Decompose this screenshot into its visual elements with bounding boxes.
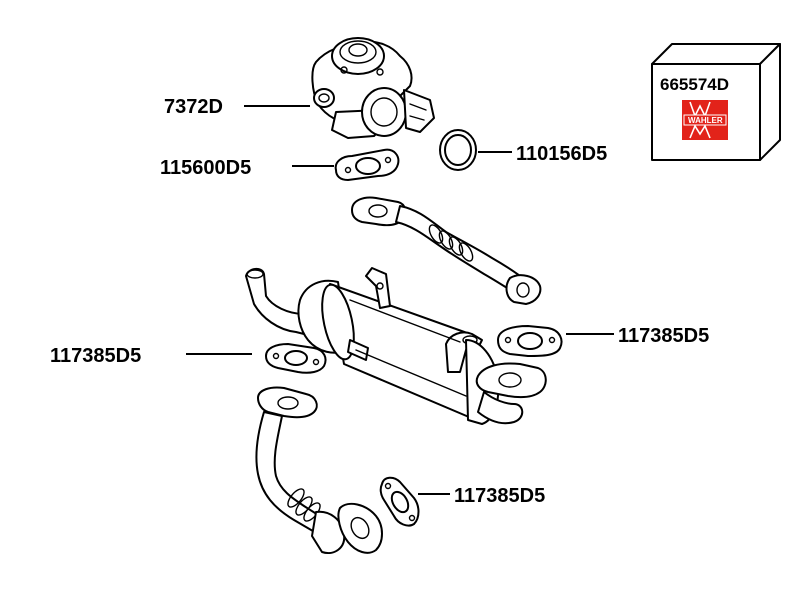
wahler-logo-bottom-mark xyxy=(689,124,711,139)
label-o-ring: 110156D5 xyxy=(516,143,607,165)
egr-cooler[interactable] xyxy=(245,267,547,425)
label-cooler-gasket-left: 117385D5 xyxy=(50,345,141,367)
cooler-gasket-left[interactable] xyxy=(265,343,327,374)
upper-connecting-pipe[interactable] xyxy=(351,196,542,305)
valve-gasket[interactable] xyxy=(334,148,400,181)
label-cooler-gasket-right: 117385D5 xyxy=(618,325,709,347)
kit-box[interactable]: 665574D WAHLER xyxy=(651,43,781,161)
label-pipe-gasket: 117385D5 xyxy=(454,485,545,507)
label-egr-valve: 7372D xyxy=(164,96,223,118)
wahler-logo: WAHLER xyxy=(682,100,728,140)
wahler-logo-top-mark xyxy=(689,101,711,119)
wahler-logo-text: WAHLER xyxy=(688,116,723,125)
o-ring[interactable] xyxy=(439,129,477,171)
lower-connecting-pipe[interactable] xyxy=(255,386,383,554)
label-valve-gasket: 115600D5 xyxy=(160,157,251,179)
egr-valve[interactable] xyxy=(311,37,435,139)
pipe-gasket[interactable] xyxy=(379,476,420,527)
cooler-gasket-right[interactable] xyxy=(497,325,563,357)
kit-part-number: 665574D xyxy=(660,75,729,94)
